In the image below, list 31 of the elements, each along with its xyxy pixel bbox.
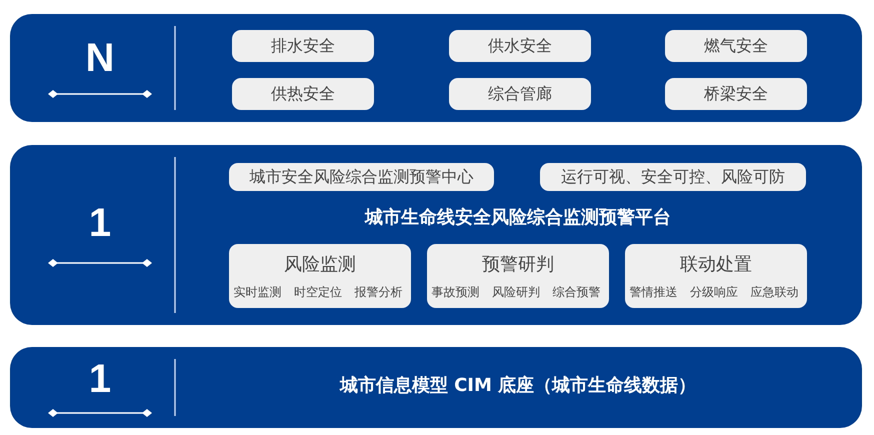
- card-heading: 预警研判: [481, 253, 555, 276]
- function-card: [229, 244, 411, 308]
- sub-item: 时空定位: [294, 284, 342, 301]
- sub-item: 报警分析: [354, 284, 403, 301]
- tag-label: 排水安全: [232, 30, 374, 62]
- tag-label: 供水安全: [449, 30, 591, 62]
- layer-band: [10, 145, 862, 325]
- sub-item: 实时监测: [233, 284, 282, 301]
- tag-label: 桥梁安全: [665, 78, 807, 110]
- sub-item: 应急联动: [750, 284, 799, 301]
- card-heading: 联动处置: [679, 253, 753, 276]
- layer-title: 城市信息模型 CIM 底座（城市生命线数据）: [338, 374, 698, 397]
- tag-label: 燃气安全: [665, 30, 807, 62]
- sub-item: 警情推送: [629, 284, 678, 301]
- layer-count: N: [84, 36, 116, 80]
- sub-item: 综合预警: [552, 284, 601, 301]
- function-card: [427, 244, 609, 308]
- card-heading: 风险监测: [283, 253, 357, 276]
- layer-band: [10, 14, 862, 122]
- tag-label: 供热安全: [232, 78, 374, 110]
- function-card: [625, 244, 807, 308]
- sub-item: 分级响应: [690, 284, 738, 301]
- tag-label: 综合管廊: [449, 78, 591, 110]
- tag-label: 运行可视、安全可控、风险可防: [540, 163, 806, 191]
- layer-band: [10, 347, 862, 428]
- layer-count: 1: [88, 357, 112, 401]
- layer-title: 城市生命线安全风险综合监测预警平台: [364, 206, 672, 229]
- sub-item: 事故预测: [431, 284, 480, 301]
- sub-item: 风险研判: [492, 284, 540, 301]
- tag-label: 城市安全风险综合监测预警中心: [229, 163, 494, 191]
- layer-count: 1: [88, 201, 112, 245]
